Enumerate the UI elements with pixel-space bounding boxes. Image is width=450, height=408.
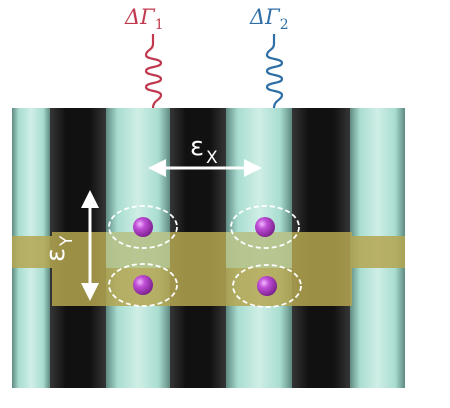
quantum-dots bbox=[108, 205, 302, 308]
dot-outline bbox=[108, 263, 178, 307]
delta-gamma-2-label: ΔΓ2 bbox=[249, 5, 289, 33]
coil-1 bbox=[144, 43, 163, 109]
dot-outline bbox=[230, 205, 300, 249]
gate-overlap bbox=[106, 232, 170, 268]
sem-image bbox=[12, 108, 405, 388]
quantum-dot bbox=[133, 217, 153, 237]
delta-gamma-1-label: ΔΓ1 bbox=[124, 5, 164, 33]
epsilon-x-subscript: X bbox=[206, 148, 218, 168]
epsilon-y-annotation: ε Y bbox=[41, 190, 99, 301]
coil-2 bbox=[265, 43, 284, 109]
epsilon-y-subscript: Y bbox=[57, 235, 77, 247]
readout-line-2: ΔΓ2 bbox=[249, 5, 289, 109]
readout-line-1: ΔΓ1 bbox=[124, 5, 164, 109]
epsilon-y-symbol: ε bbox=[41, 248, 71, 262]
quantum-dot bbox=[133, 275, 153, 295]
dot-outline bbox=[232, 264, 302, 308]
dot-outline bbox=[108, 205, 178, 249]
quantum-dot bbox=[257, 276, 277, 296]
epsilon-x-annotation: ε X bbox=[148, 132, 262, 177]
quantum-dot bbox=[255, 217, 275, 237]
epsilon-x-symbol: ε bbox=[190, 132, 204, 162]
